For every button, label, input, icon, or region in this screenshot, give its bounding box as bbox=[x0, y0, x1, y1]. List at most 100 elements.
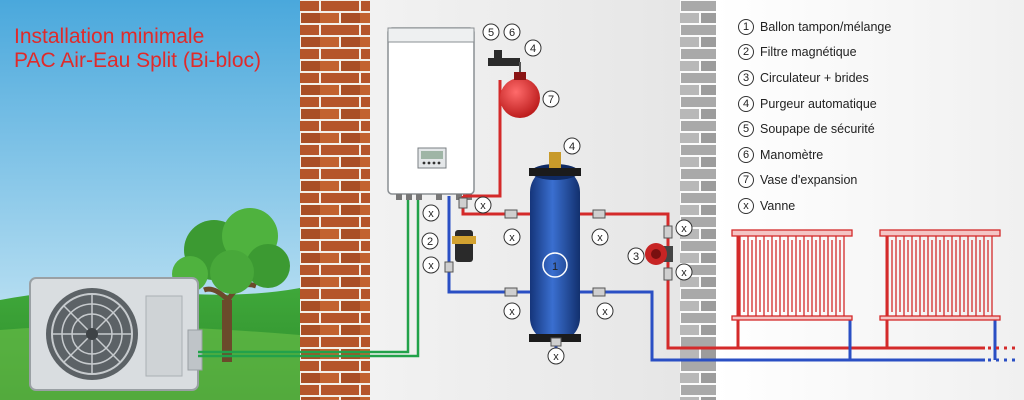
callout-circle bbox=[524, 39, 542, 57]
callout-label: x bbox=[428, 208, 434, 220]
callout-purge-top: 4 bbox=[524, 39, 542, 57]
callout-circle bbox=[675, 263, 693, 281]
legend-number: 6 bbox=[738, 146, 754, 163]
callout-label: 3 bbox=[633, 251, 639, 263]
callout-circle bbox=[596, 302, 614, 320]
legend-item: x Vanne bbox=[738, 193, 1018, 219]
legend-item: 3 Circulateur + brides bbox=[738, 65, 1018, 91]
legend-number: 1 bbox=[738, 18, 754, 35]
buffer-tank bbox=[529, 152, 581, 342]
callout-circle bbox=[422, 256, 440, 274]
indoor-unit bbox=[387, 27, 475, 200]
callout-circle bbox=[503, 228, 521, 246]
callout-circle bbox=[482, 23, 500, 41]
callout-label: x bbox=[428, 260, 434, 272]
callout-label: 4 bbox=[569, 141, 575, 153]
callout-purge-tank: 4 bbox=[563, 137, 581, 155]
callout-label: x bbox=[681, 223, 687, 235]
callout-circle bbox=[563, 137, 581, 155]
callout-label: x bbox=[597, 232, 603, 244]
legend-item: 4 Purgeur automatique bbox=[738, 91, 1018, 117]
legend-item: 7 Vase d'expansion bbox=[738, 168, 1018, 194]
callout-circle bbox=[542, 90, 560, 108]
legend-item: 1 Ballon tampon/mélange bbox=[738, 14, 1018, 40]
callout-pump: 3 bbox=[627, 247, 645, 265]
callout-valve: x bbox=[675, 263, 693, 281]
callout-label: 1 bbox=[552, 261, 558, 273]
callout-label: 4 bbox=[530, 43, 536, 55]
callout-filter: 2 bbox=[421, 232, 439, 250]
callout-vessel: 7 bbox=[542, 90, 560, 108]
callout-circle bbox=[474, 196, 492, 214]
callout-label: 6 bbox=[509, 27, 515, 39]
radiator-left bbox=[731, 229, 853, 321]
callout-gauge: 6 bbox=[503, 23, 521, 41]
circulator-pump bbox=[645, 243, 673, 265]
tree bbox=[172, 208, 290, 362]
callout-circle bbox=[421, 232, 439, 250]
callout-circle bbox=[422, 204, 440, 222]
callout-label: 5 bbox=[488, 27, 494, 39]
legend-label: Purgeur automatique bbox=[760, 96, 877, 111]
room-wall bbox=[716, 0, 1024, 400]
callout-safety: 5 bbox=[482, 23, 500, 41]
title-line-1: Installation minimale bbox=[14, 25, 205, 48]
legend-number: 3 bbox=[738, 69, 754, 86]
partition-wall bbox=[680, 0, 716, 400]
callout-circle bbox=[675, 219, 693, 237]
legend-label: Circulateur + brides bbox=[760, 70, 869, 85]
legend-label: Filtre magnétique bbox=[760, 45, 857, 60]
callout-valve: x bbox=[503, 228, 521, 246]
callout-circle bbox=[547, 347, 565, 365]
title-line-2: PAC Air-Eau Split (Bi-bloc) bbox=[14, 49, 262, 72]
legend-number: 4 bbox=[738, 95, 754, 112]
callout-label: 7 bbox=[548, 94, 554, 106]
legend-label: Soupape de sécurité bbox=[760, 122, 875, 137]
legend-label: Ballon tampon/mélange bbox=[760, 19, 892, 34]
callout-label: x bbox=[480, 200, 486, 212]
callout-valve: x bbox=[591, 228, 609, 246]
radiator-right bbox=[879, 229, 1001, 321]
callout-valve: x bbox=[503, 302, 521, 320]
expansion-vessel bbox=[488, 50, 540, 118]
callout-label: x bbox=[602, 306, 608, 318]
callout-label: x bbox=[681, 267, 687, 279]
callout-valve: x bbox=[675, 219, 693, 237]
callout-valve: x bbox=[547, 347, 565, 365]
callout-circle bbox=[542, 252, 568, 278]
supply-pipes bbox=[461, 80, 985, 350]
callout-valve: x bbox=[422, 256, 440, 274]
callouts: 5 6 4 7 4 1 2 3 x x x x x x x x x x bbox=[421, 23, 693, 365]
callout-circle bbox=[503, 23, 521, 41]
legend-label: Manomètre bbox=[760, 147, 824, 162]
brick-wall bbox=[300, 0, 370, 400]
legend-number: x bbox=[738, 197, 754, 214]
outdoor-unit bbox=[29, 277, 203, 391]
callout-label: x bbox=[509, 306, 515, 318]
callout-label: x bbox=[553, 351, 559, 363]
callout-circle bbox=[591, 228, 609, 246]
legend-item: 5 Soupape de sécurité bbox=[738, 116, 1018, 142]
callout-label: 2 bbox=[427, 236, 433, 248]
legend-item: 6 Manomètre bbox=[738, 142, 1018, 168]
legend-label: Vanne bbox=[760, 198, 796, 213]
callout-valve: x bbox=[474, 196, 492, 214]
legend-number: 5 bbox=[738, 121, 754, 138]
return-pipes bbox=[447, 196, 997, 362]
refrigerant-lines bbox=[198, 196, 420, 358]
callout-label: x bbox=[509, 232, 515, 244]
callout-valve: x bbox=[422, 204, 440, 222]
legend-label: Vase d'expansion bbox=[760, 173, 858, 188]
legend-number: 7 bbox=[738, 172, 754, 189]
callout-valve: x bbox=[596, 302, 614, 320]
pipe-continuation bbox=[988, 346, 1020, 362]
valve-symbols bbox=[444, 197, 673, 347]
callout-tank: 1 bbox=[542, 252, 568, 278]
callout-circle bbox=[503, 302, 521, 320]
callout-circle bbox=[627, 247, 645, 265]
magnetic-filter bbox=[452, 230, 476, 262]
